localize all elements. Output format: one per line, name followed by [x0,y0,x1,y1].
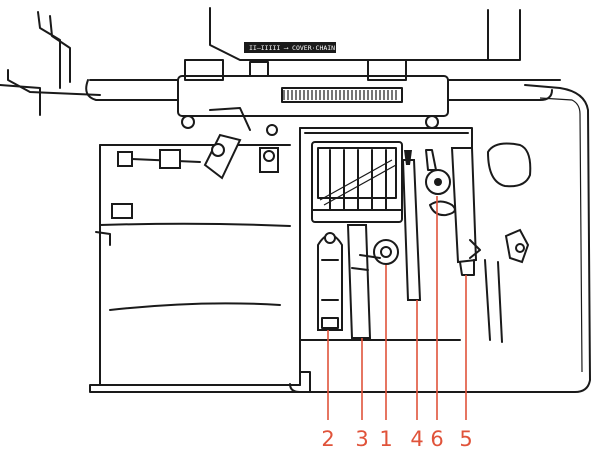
part-2 [317,232,343,331]
needle-plate [311,141,403,223]
part-3 [346,224,372,339]
part-5 [450,147,481,276]
label-strip: II—IIIII ⟶ COVER·CHAIN [244,42,336,53]
callout-label-2: 2 [321,427,334,451]
callout-label-5: 5 [459,427,472,451]
part-6 [425,149,456,217]
strip-text: II—IIIII ⟶ COVER·CHAIN [249,44,335,52]
leader-lines [327,196,467,420]
part-1 [359,239,399,265]
callout-label-4: 4 [410,427,423,451]
part-4 [401,150,422,301]
left-mechanism [89,107,311,393]
callout-label-3: 3 [355,427,368,451]
base-plate [289,84,591,393]
throat-plate [299,127,473,373]
cover-flap [0,11,101,116]
callout-label-6: 6 [430,427,443,451]
looper-bar [177,59,449,136]
side-rods [484,142,532,343]
callout-label-1: 1 [379,427,392,451]
